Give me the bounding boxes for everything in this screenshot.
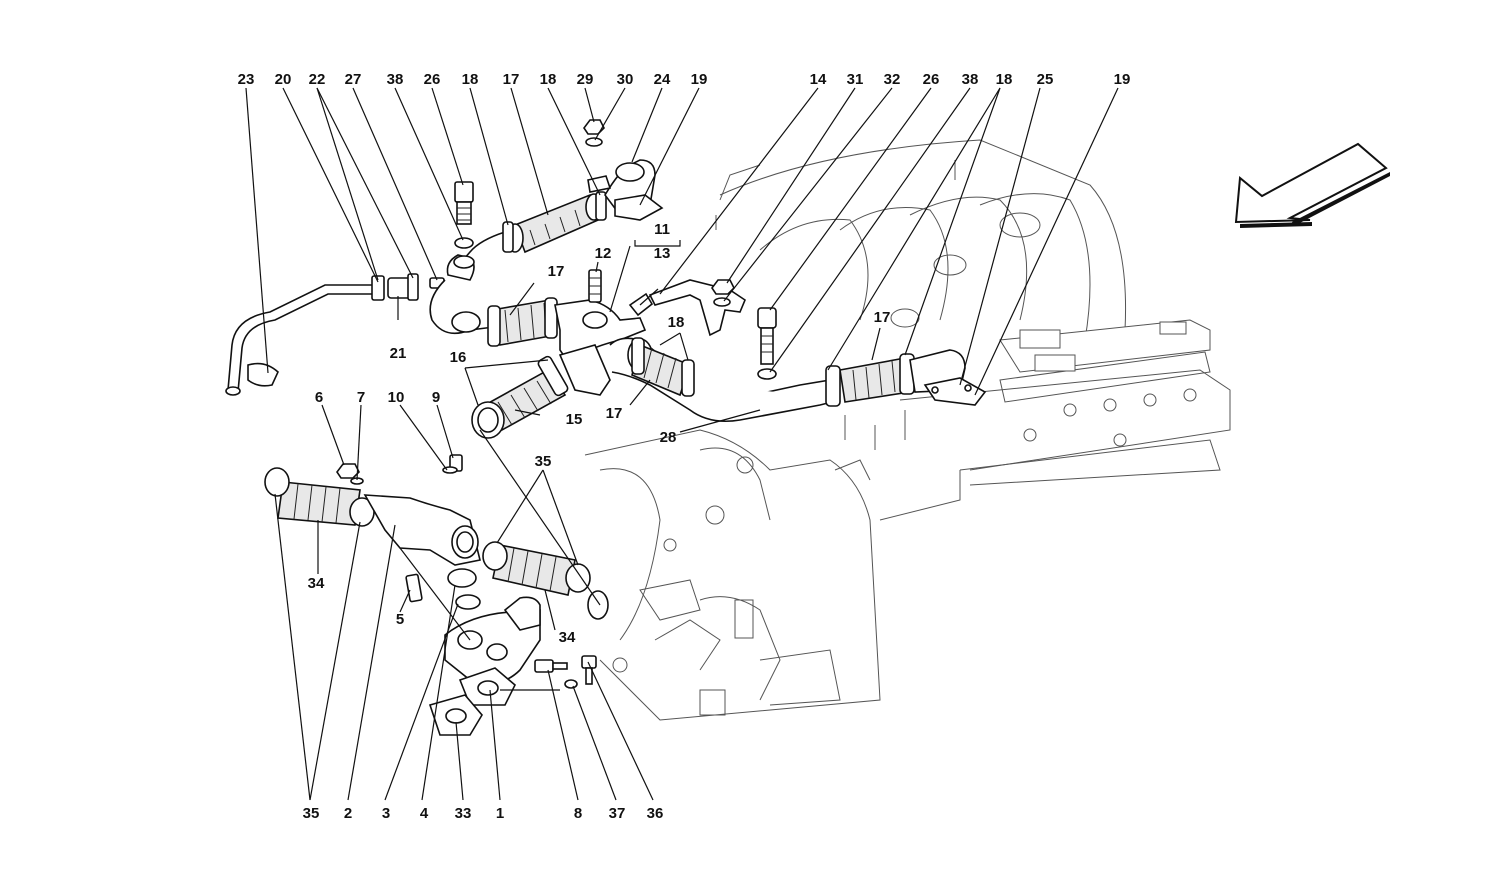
callout-30: 30 — [617, 71, 634, 88]
clamp-part-35 — [565, 563, 591, 593]
outlet-flange-part-24 — [583, 119, 664, 221]
lower-hose-part-34-left — [264, 467, 375, 527]
callout-11: 11 — [654, 221, 670, 238]
washer-part-30 — [585, 137, 603, 147]
nut-part-29 — [583, 119, 605, 135]
screw-part-8 — [534, 659, 554, 673]
callout-38: 38 — [962, 71, 979, 88]
gasket-part-33 — [428, 694, 483, 736]
callout-3: 3 — [382, 805, 390, 822]
callout-5: 5 — [396, 611, 404, 628]
callout-12: 12 — [595, 245, 612, 262]
clamp-part-35 — [264, 467, 290, 497]
callout-24: 24 — [654, 71, 671, 88]
thermostat-part-4 — [447, 568, 477, 588]
nut-part-31 — [711, 279, 735, 295]
nut-part-6 — [336, 463, 360, 479]
callout-6: 6 — [315, 389, 323, 406]
callout-15: 15 — [566, 411, 583, 428]
direction-arrow-icon — [1234, 142, 1390, 228]
fuel-rail — [999, 319, 1211, 403]
callout-34: 34 — [559, 629, 576, 646]
callout-2: 2 — [344, 805, 352, 822]
callout-17: 17 — [548, 263, 565, 280]
callout-21: 21 — [390, 345, 407, 362]
callout-31: 31 — [847, 71, 864, 88]
flange-part-25 — [923, 377, 987, 406]
callout-18: 18 — [668, 314, 685, 331]
callout-18: 18 — [462, 71, 479, 88]
bracket-part-14 — [648, 279, 777, 380]
callout-22: 22 — [309, 71, 326, 88]
screw-part-36 — [581, 655, 597, 669]
grommet-part-23 — [247, 362, 279, 387]
manifold-part-2 — [336, 454, 481, 603]
callout-labels: 23 20 22 27 38 26 18 17 18 29 30 24 19 1… — [238, 71, 1131, 822]
callout-27: 27 — [345, 71, 362, 88]
washer-part-38b — [757, 368, 777, 380]
hose-part-17-upper — [502, 191, 607, 254]
hose-part-17-middle — [487, 297, 558, 347]
callout-13: 13 — [654, 245, 671, 262]
callout-1: 1 — [496, 805, 504, 822]
fasteners-lower — [534, 655, 597, 689]
callout-7: 7 — [357, 389, 365, 406]
callout-17: 17 — [606, 405, 623, 422]
callout-17: 17 — [874, 309, 891, 326]
clamp-part-35 — [482, 541, 508, 571]
callout-18: 18 — [996, 71, 1013, 88]
callout-4: 4 — [420, 805, 429, 822]
callout-23: 23 — [238, 71, 255, 88]
seal-part-3 — [455, 594, 481, 610]
callout-25: 25 — [1037, 71, 1054, 88]
callout-14: 14 — [810, 71, 827, 88]
callout-19: 19 — [691, 71, 708, 88]
stud-part-5 — [405, 573, 423, 603]
callout-37: 37 — [609, 805, 626, 822]
thermostat-housing-part-1 — [444, 568, 541, 706]
clamp-part-22 — [371, 275, 385, 301]
sensor-part-26b — [757, 307, 777, 329]
callout-9: 9 — [432, 389, 440, 406]
lower-hose-part-34-right — [482, 541, 609, 620]
callout-19: 19 — [1114, 71, 1131, 88]
callout-18: 18 — [540, 71, 557, 88]
leader-lines — [245, 87, 1119, 801]
callout-26: 26 — [424, 71, 441, 88]
callout-26: 26 — [923, 71, 940, 88]
engine-block-outline — [584, 139, 1231, 721]
clamp-part-22 — [387, 277, 411, 299]
washer-part-37 — [564, 679, 578, 689]
callout-35: 35 — [303, 805, 320, 822]
sensor-part-26 — [454, 181, 474, 203]
washer-part-32 — [713, 297, 731, 307]
pipe-part-28 — [609, 337, 841, 423]
callout-36: 36 — [647, 805, 664, 822]
callout-8: 8 — [574, 805, 582, 822]
callout-17: 17 — [503, 71, 520, 88]
callout-28: 28 — [660, 429, 677, 446]
callout-32: 32 — [884, 71, 901, 88]
callout-10: 10 — [388, 389, 405, 406]
callout-38: 38 — [387, 71, 404, 88]
hose-part-17-right — [825, 349, 966, 407]
callout-20: 20 — [275, 71, 292, 88]
bleed-pipe-assembly — [225, 273, 445, 396]
callout-34: 34 — [308, 575, 325, 592]
washer-part-38 — [454, 237, 474, 249]
callout-16: 16 — [450, 349, 467, 366]
callout-33: 33 — [455, 805, 472, 822]
callout-35: 35 — [535, 453, 552, 470]
y-piece-center — [554, 269, 654, 396]
callout-29: 29 — [577, 71, 594, 88]
hose-part-15 — [471, 355, 569, 439]
